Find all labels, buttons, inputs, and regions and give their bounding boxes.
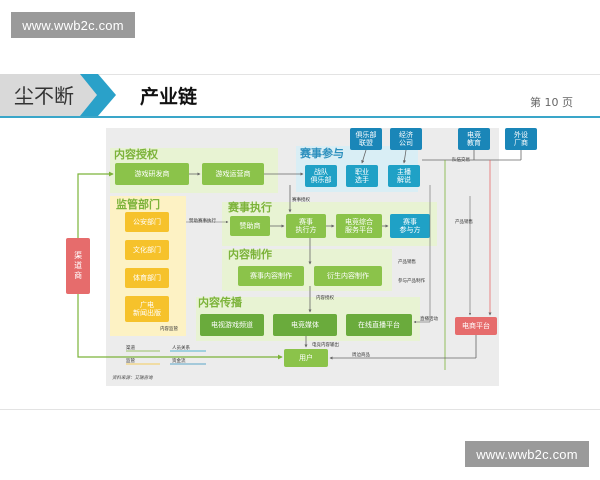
label-event-license: 赛事授权 [292,198,310,203]
label-talent-trade: 队伍交易 [452,158,470,163]
label-content-authorize: 内容授权 [316,296,334,301]
game-operator-box: 游戏运营商 [202,163,264,185]
event-executor-box: 赛事 执行方 [286,214,326,238]
label-equip-products: 周边商品 [352,353,370,358]
channel-box: 渠道商 [66,238,90,294]
user-box: 用户 [284,349,328,367]
header-band [0,74,97,116]
watermark-top: www.wwb2c.com [11,12,135,38]
label-live-activity: 直播活动 [420,317,438,322]
label-product-sales-2: 产品销售 [398,260,416,265]
label-sponsor-exec: 赞助赛事执行 [189,219,216,224]
section-event-participation: 赛事参与 [300,147,344,160]
ecommerce-platform-box: 电商平台 [455,317,497,335]
esports-platform-box: 电竞综合 服务平台 [336,214,382,238]
derived-content-box: 衍生内容制作 [314,266,382,286]
label-product-sales: 产品销售 [455,220,473,225]
header-rule [0,116,600,118]
brand-name: 尘不断 [14,84,74,108]
pro-player-box: 职业 选手 [346,165,378,187]
section-content-license: 内容授权 [114,148,158,161]
legend-personnel: 人员关系 [172,346,190,351]
tv-channel-box: 电视游戏频道 [200,314,264,336]
peripheral-maker-box: 外设 厂商 [505,128,537,150]
section-event-execution: 赛事执行 [228,201,272,214]
game-developer-box: 游戏研发商 [115,163,189,185]
esports-education-box: 电竞 教育 [458,128,490,150]
section-regulators: 监管部门 [116,198,160,211]
sponsor-box: 赞助商 [230,216,270,236]
section-content-production: 内容制作 [228,248,272,261]
page-number: 第 10 页 [530,96,573,109]
public-security-box: 公安部门 [125,212,169,232]
esports-media-box: 电竞媒体 [273,314,337,336]
source-note: 资料来源：艾瑞咨询 [112,376,153,381]
legend-info-flow: 资金流 [172,359,186,364]
host-commentator-box: 主播 解说 [388,165,420,187]
header-chevron-icon [80,74,116,116]
legend-regulation: 监管 [126,359,135,364]
radio-tv-box: 广电 新闻出版 [125,296,169,322]
slide-frame [0,74,600,410]
event-content-box: 赛事内容制作 [238,266,304,286]
event-participant-box: 赛事 参与方 [390,214,430,238]
live-platform-box: 在线直播平台 [346,314,412,336]
sports-dept-box: 体育部门 [125,268,169,288]
culture-dept-box: 文化部门 [125,240,169,260]
label-esports-content-out: 电竞内容输出 [312,343,339,348]
club-league-box: 俱乐部 联盟 [350,128,382,150]
watermark-bottom: www.wwb2c.com [465,441,589,467]
economic-company-box: 经济 公司 [390,128,422,150]
legend-channel: 渠道 [126,346,135,351]
label-content-regulation: 内容监管 [160,327,178,332]
team-club-box: 战队 俱乐部 [305,165,337,187]
label-participate-product: 参与产品制作 [398,279,425,284]
section-content-distribution: 内容传播 [198,296,242,309]
page-title: 产业链 [140,86,198,108]
